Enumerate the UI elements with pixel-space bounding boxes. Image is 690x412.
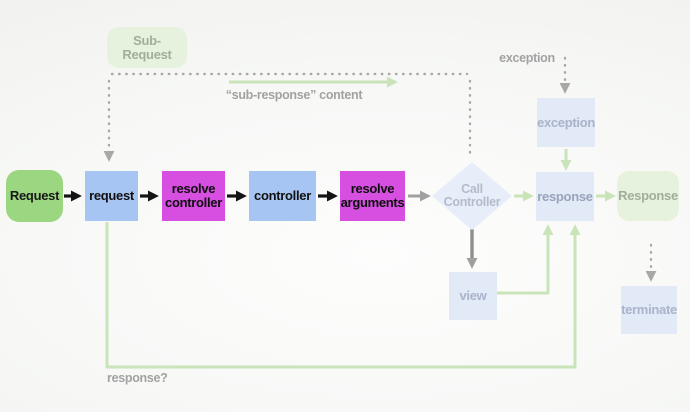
node-sub-request: Sub-Request	[107, 27, 187, 68]
node-resolve-controller-label: resolve controller	[165, 181, 222, 210]
node-resolve-arguments-label: resolve arguments	[340, 181, 405, 210]
node-request: request	[85, 171, 138, 221]
node-call-controller-label: Call Controller	[443, 181, 501, 209]
path-view-to-response	[497, 224, 554, 295]
node-request-label: request	[89, 188, 134, 204]
path-response-question-loop	[105, 222, 581, 369]
node-resolve-controller: resolve controller	[162, 171, 225, 221]
node-resolve-arguments: resolve arguments	[340, 171, 405, 221]
node-terminate-label: terminate	[621, 302, 677, 318]
node-request-start: Request	[6, 170, 63, 222]
node-view-label: view	[459, 288, 487, 304]
response-question-label: response?	[107, 371, 168, 385]
node-view: view	[449, 272, 497, 320]
exception-label: exception	[499, 51, 555, 65]
node-response-end-label: Response	[618, 188, 678, 204]
node-controller-label: controller	[254, 188, 311, 204]
node-exception-handler-label: exception	[537, 114, 595, 130]
node-sub-request-label: Sub-Request	[122, 32, 172, 62]
sub-response-content-label: “sub-response” content	[225, 88, 363, 102]
node-terminate: terminate	[621, 286, 677, 334]
node-request-start-label: Request	[9, 188, 60, 204]
node-controller: controller	[249, 171, 316, 221]
node-response-end: Response	[617, 171, 679, 221]
node-response-label: response	[537, 188, 593, 204]
node-response: response	[536, 172, 594, 221]
node-exception-handler: exception	[537, 98, 595, 147]
